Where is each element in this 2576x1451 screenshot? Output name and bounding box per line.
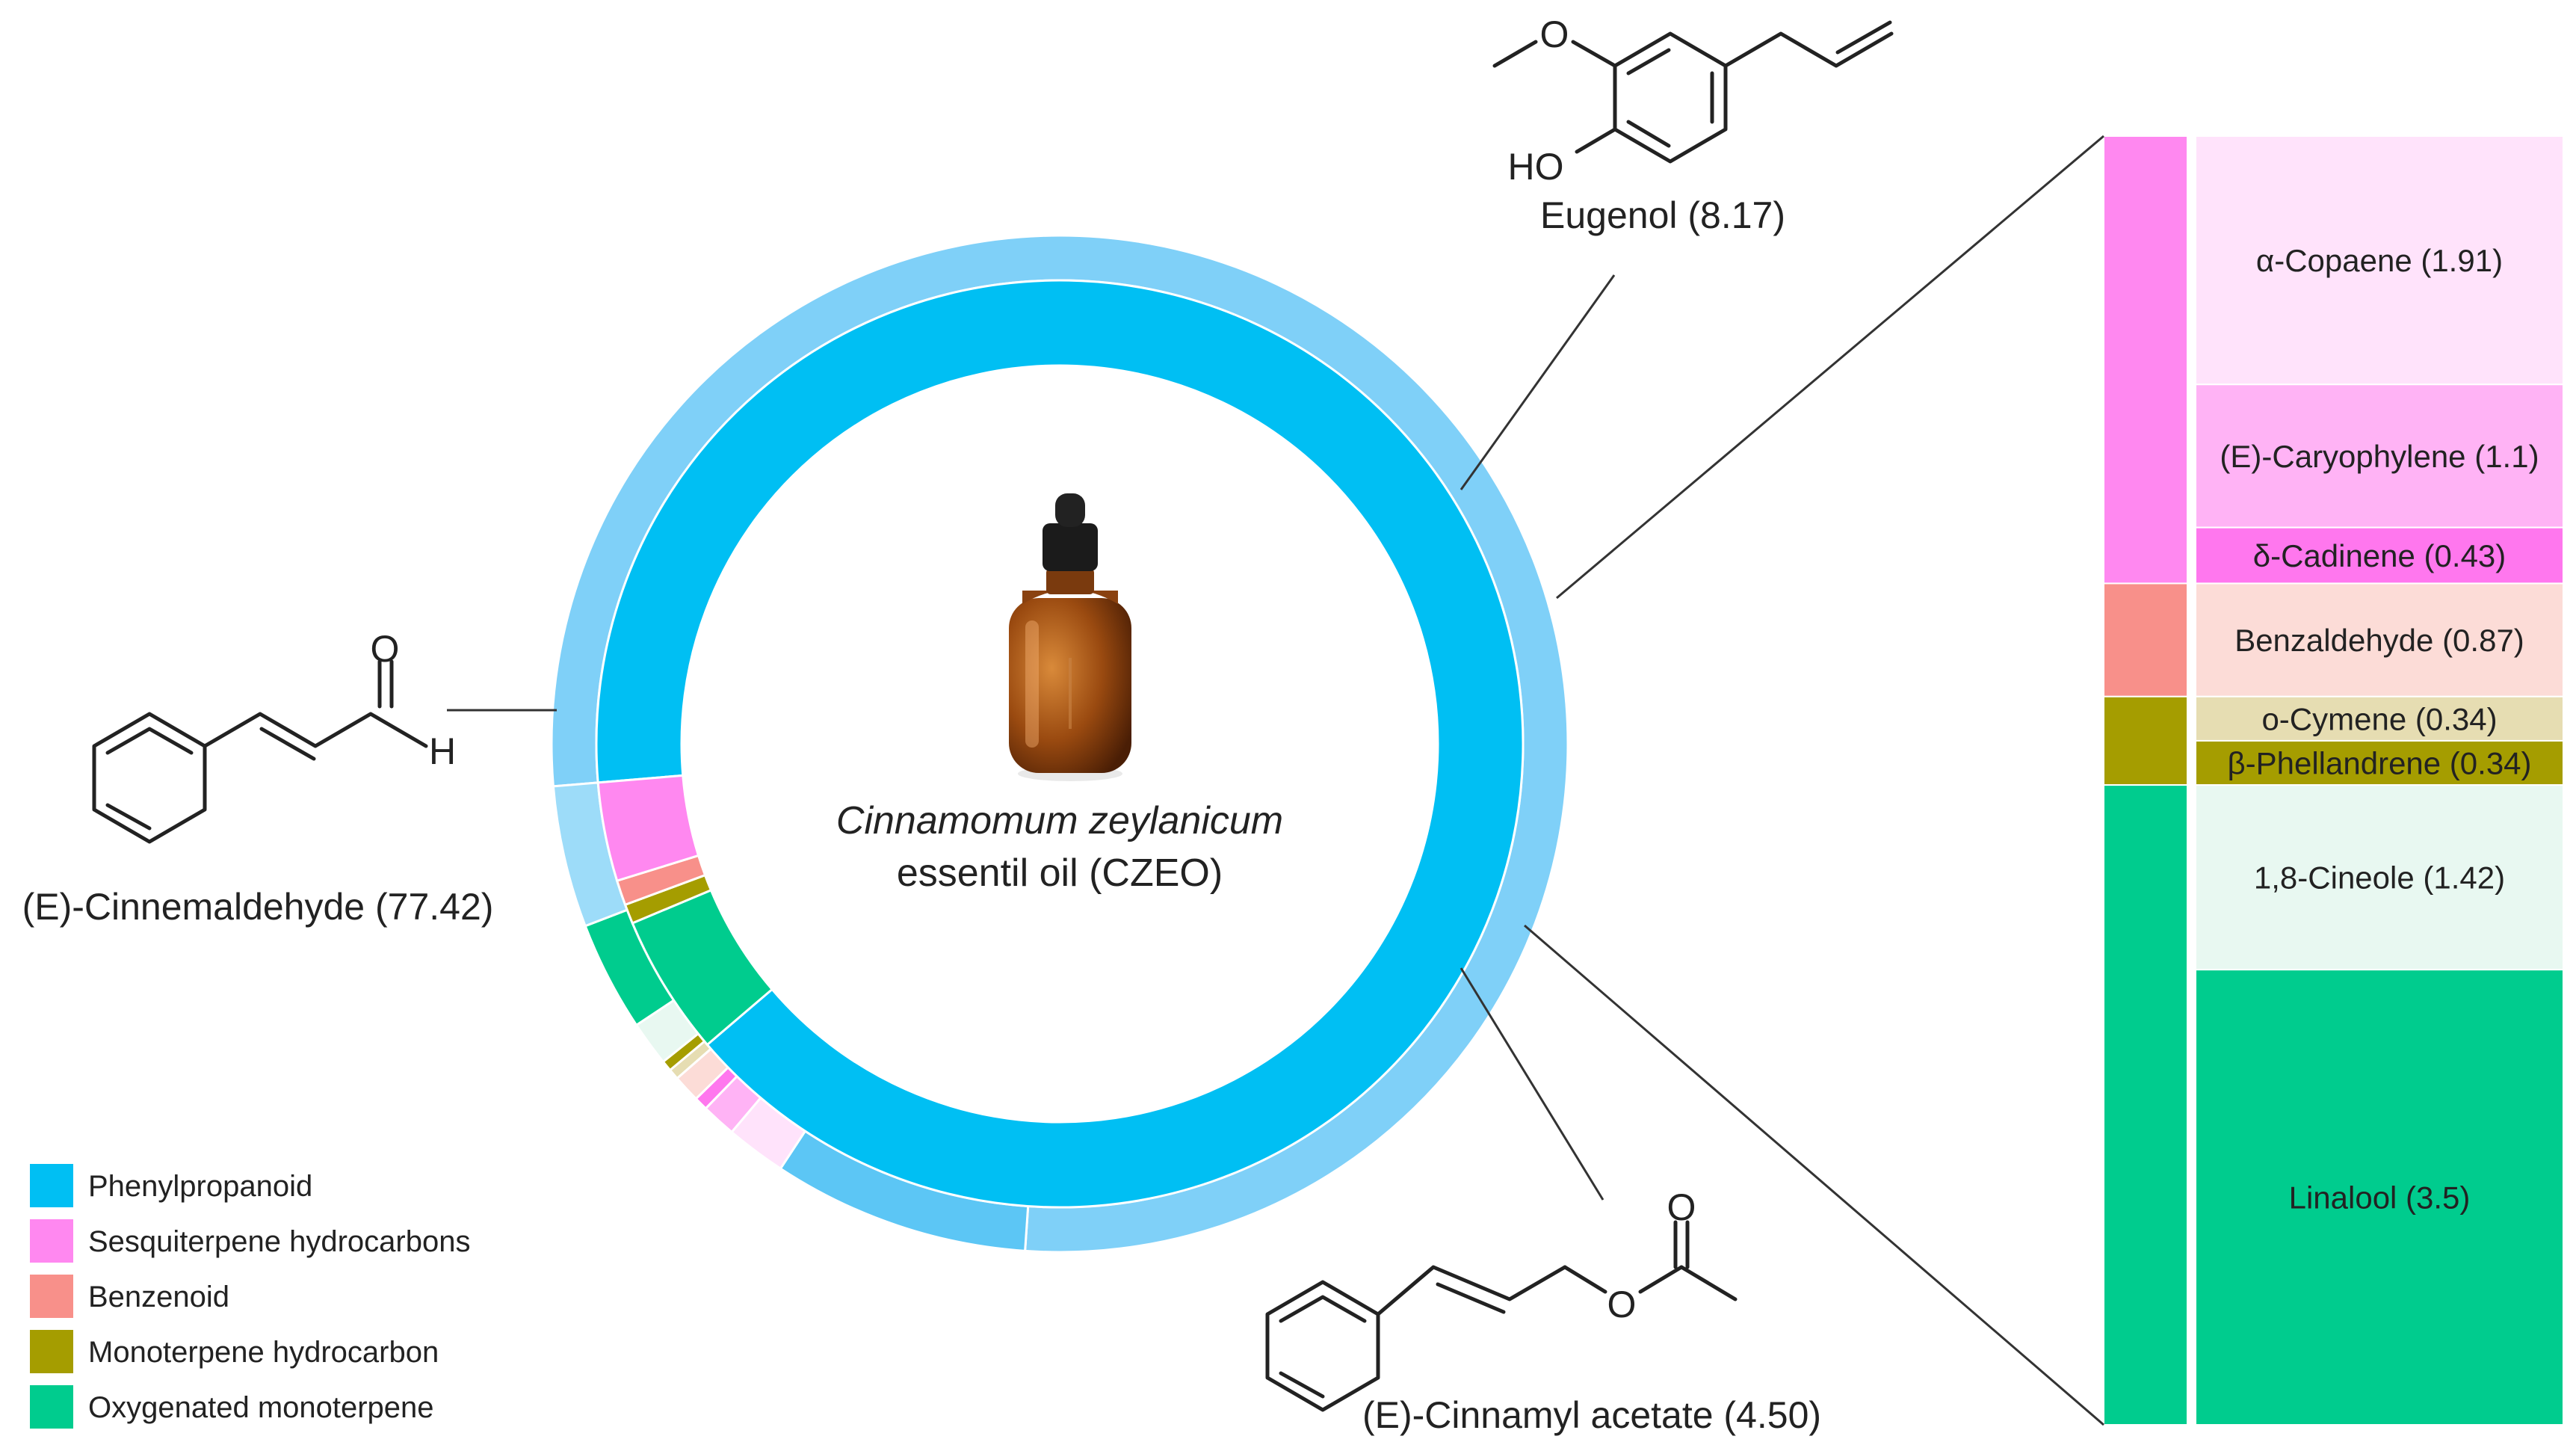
cinnamyl-acetate-structure: O O bbox=[1265, 1186, 1738, 1412]
bar-class-segment-3 bbox=[2103, 784, 2188, 1426]
bar-segment-o-cymene-0-34 bbox=[2195, 695, 2564, 742]
eugenol-leader bbox=[1460, 274, 1616, 490]
zoom-line-bottom bbox=[1524, 924, 2104, 1426]
cinnemaldehyde-h: H bbox=[429, 730, 456, 772]
bar-segment-1-8-cineole-1-42 bbox=[2195, 784, 2564, 971]
legend-label-monoterpene-hydrocarbon: Monoterpene hydrocarbon bbox=[88, 1336, 439, 1369]
cinnamyl-acetate-o-ester: O bbox=[1607, 1284, 1637, 1325]
bar-class-segment-2 bbox=[2103, 695, 2188, 786]
cinnemaldehyde-structure: O H bbox=[92, 628, 456, 844]
bar-label-phellandrene-0-34: β-Phellandrene (0.34) bbox=[2227, 746, 2531, 781]
bar-segment-e-caryophylene-1-1 bbox=[2195, 383, 2564, 529]
legend-label-sesquiterpene-hydrocarbons: Sesquiterpene hydrocarbons bbox=[88, 1225, 470, 1258]
legend-swatch-phenylpropanoid bbox=[30, 1164, 73, 1207]
legend-swatch-sesquiterpene-hydrocarbons bbox=[30, 1219, 73, 1263]
inner-ring bbox=[595, 279, 1525, 1209]
bar-label-benzaldehyde-0-87: Benzaldehyde (0.87) bbox=[2234, 623, 2524, 658]
essential-oil-bottle-icon bbox=[1009, 493, 1131, 781]
eugenol-ho: HO bbox=[1508, 146, 1564, 188]
eugenol-o: O bbox=[1540, 13, 1569, 55]
eugenol-label: Eugenol (8.17) bbox=[1540, 194, 1785, 236]
bar-segment-copaene-1-91 bbox=[2195, 135, 2564, 386]
cinnamyl-acetate-o-carbonyl: O bbox=[1667, 1186, 1696, 1228]
cinnamyl-acetate-leader bbox=[1460, 967, 1604, 1201]
legend-label-phenylpropanoid: Phenylpropanoid bbox=[88, 1170, 312, 1203]
bar-label-e-caryophylene-1-1: (E)-Caryophylene (1.1) bbox=[2220, 439, 2539, 474]
bar-label-cadinene-0-43: δ-Cadinene (0.43) bbox=[2253, 538, 2506, 573]
legend-swatch-monoterpene-hydrocarbon bbox=[30, 1330, 73, 1373]
bar-label-o-cymene-0-34: o-Cymene (0.34) bbox=[2261, 701, 2497, 736]
cinnemaldehyde-label: (E)-Cinnemaldehyde (77.42) bbox=[22, 886, 494, 928]
legend-swatch-benzenoid bbox=[30, 1275, 73, 1318]
zoom-line-top bbox=[1556, 135, 2104, 600]
center-title: Cinnamomum zeylanicum bbox=[836, 799, 1283, 842]
inner-ring-slice-phenylpropanoid bbox=[595, 279, 1525, 1209]
legend-swatch-oxygenated-monoterpene bbox=[30, 1385, 73, 1429]
center-subtitle: essentil oil (CZEO) bbox=[897, 851, 1223, 895]
bar-class-segment-0 bbox=[2103, 135, 2188, 585]
bar-segment-phellandrene-0-34 bbox=[2195, 739, 2564, 786]
cinnemaldehyde-o: O bbox=[371, 628, 400, 670]
breakdown-bar: α-Copaene (1.91) (E)-Caryophylene (1.1) δ-… bbox=[2103, 135, 2564, 1426]
eugenol-structure: O HO bbox=[1492, 13, 1894, 188]
legend-label-benzenoid: Benzenoid bbox=[88, 1281, 229, 1313]
bar-segment-benzaldehyde-0-87 bbox=[2195, 582, 2564, 697]
bar-label-1-8-cineole-1-42: 1,8-Cineole (1.42) bbox=[2254, 860, 2505, 896]
legend-label-oxygenated-monoterpene: Oxygenated monoterpene bbox=[88, 1391, 434, 1424]
bar-segment-linalool-3-5 bbox=[2195, 969, 2564, 1426]
bar-label-copaene-1-91: α-Copaene (1.91) bbox=[2256, 243, 2503, 278]
bar-class-segment-1 bbox=[2103, 582, 2188, 697]
bar-segment-cadinene-0-43 bbox=[2195, 526, 2564, 585]
cinnamyl-acetate-label: (E)-Cinnamyl acetate (4.50) bbox=[1362, 1394, 1821, 1436]
bar-label-linalool-3-5: Linalool (3.5) bbox=[2289, 1180, 2471, 1216]
inner-ring-slice-sesquiterpene-hydrocarbons bbox=[596, 774, 700, 883]
